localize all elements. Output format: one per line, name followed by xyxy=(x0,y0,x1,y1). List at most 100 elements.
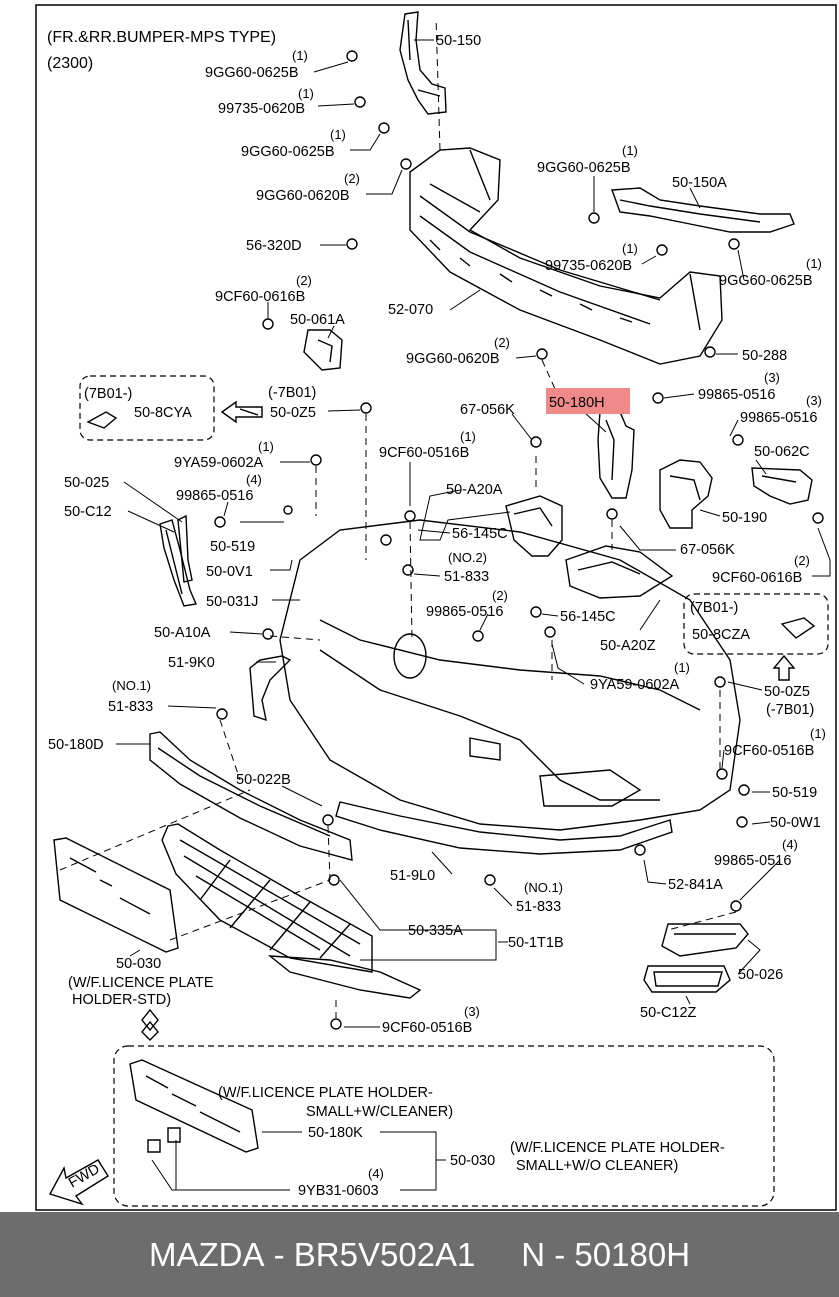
label-99865-0516: 99865-0516 xyxy=(426,604,503,620)
label-50-0V1: 50-0V1 xyxy=(206,564,253,580)
label-50-180D: 50-180D xyxy=(48,737,104,753)
label-52-841A: 52-841A xyxy=(668,877,723,893)
qty-1: (1) xyxy=(258,439,274,454)
parts-diagram: (FR.&RR.BUMPER-MPS TYPE) (2300) xyxy=(35,4,837,1211)
label-51-9K0: 51-9K0 xyxy=(168,655,215,671)
qty-1: (1) xyxy=(298,86,314,101)
label-56-145C: 56-145C xyxy=(560,609,616,625)
label-no1: (NO.1) xyxy=(112,678,151,693)
label-51-833: 51-833 xyxy=(108,699,153,715)
label-67-056K: 67-056K xyxy=(680,542,735,558)
qty-2: (2) xyxy=(794,553,810,568)
leader-lines xyxy=(116,39,831,1191)
diagram-code: (2300) xyxy=(47,55,93,72)
label-50-335A: 50-335A xyxy=(408,923,463,939)
label-52-070: 52-070 xyxy=(388,302,433,318)
qty-1: (1) xyxy=(810,726,826,741)
label-50-026: 50-026 xyxy=(738,967,783,983)
label-50-8CZA: 50-8CZA xyxy=(692,627,750,643)
label-50-025: 50-025 xyxy=(64,475,109,491)
part-50-C12-grille-strip xyxy=(159,519,197,607)
qty-2: (2) xyxy=(344,171,360,186)
hollow-double-arrow-icon xyxy=(141,1008,159,1041)
part-52-070-reinforcement xyxy=(409,147,723,365)
part-50-150A-bracket xyxy=(611,187,795,233)
part-50-150-bracket xyxy=(399,11,447,115)
label-9CF60-0516B: 9CF60-0516B xyxy=(379,445,469,461)
part-50-8CZA-cover xyxy=(780,617,816,639)
label-51-833: 51-833 xyxy=(516,899,561,915)
label-50-150: 50-150 xyxy=(436,33,481,49)
part-50-026-garnish xyxy=(661,923,749,957)
part-50-030-licence-plate-holder xyxy=(53,837,179,953)
label-minus-7B01: (-7B01) xyxy=(268,385,316,401)
label-wf-std-2: HOLDER-STD) xyxy=(72,992,171,1008)
part-50-061A-bracket xyxy=(303,329,343,371)
label-50-031J: 50-031J xyxy=(206,594,258,610)
label-9GG60-0625B: 9GG60-0625B xyxy=(537,160,631,176)
fasteners xyxy=(214,50,824,1030)
label-wf-small-no-cleaner-2: SMALL+W/O CLEANER) xyxy=(516,1158,678,1174)
label-50-150A: 50-150A xyxy=(672,175,727,191)
label-50-519: 50-519 xyxy=(772,785,817,801)
label-99735-0620B: 99735-0620B xyxy=(218,101,305,117)
qty-2: (2) xyxy=(492,588,508,603)
label-9GG60-0620B: 9GG60-0620B xyxy=(256,188,350,204)
label-9GG60-0625B: 9GG60-0625B xyxy=(241,144,335,160)
label-9GG60-0620B: 9GG60-0620B xyxy=(406,351,500,367)
footer-part-number: BR5V502A1 xyxy=(293,1235,476,1273)
label-51-833: 51-833 xyxy=(444,569,489,585)
qty-1: (1) xyxy=(674,660,690,675)
footer-reference: N - 50180H xyxy=(521,1235,691,1273)
part-50-A20A-deflector xyxy=(505,495,563,557)
part-50-180H-bracket xyxy=(597,411,635,499)
label-50-C12: 50-C12 xyxy=(64,504,112,520)
part-labels: 50-150 (1) 9GG60-0625B (1) 99735-0620B (… xyxy=(48,33,826,1199)
label-9YA59-0602A: 9YA59-0602A xyxy=(590,677,680,693)
label-9GG60-0625B: 9GG60-0625B xyxy=(205,65,299,81)
label-99865-0516: 99865-0516 xyxy=(698,387,775,403)
label-67-056K: 67-056K xyxy=(460,402,515,418)
label-9CF60-0616B: 9CF60-0616B xyxy=(215,289,305,305)
label-50-190: 50-190 xyxy=(722,510,767,526)
label-50-030: 50-030 xyxy=(450,1153,495,1169)
option-box-7b01-rear xyxy=(683,593,829,655)
label-50-0Z5: 50-0Z5 xyxy=(270,405,316,421)
highlight-50-180H xyxy=(546,388,630,414)
label-50-061A: 50-061A xyxy=(290,312,345,328)
qty-1: (1) xyxy=(460,429,476,444)
qty-1: (1) xyxy=(622,143,638,158)
diagram-title: (FR.&RR.BUMPER-MPS TYPE) xyxy=(47,29,276,46)
part-50-8CYA-cover xyxy=(86,411,118,429)
part-50-180D-reinforcement xyxy=(149,731,353,861)
option-box-7b01-front xyxy=(79,375,215,441)
label-9YB31-0603: 9YB31-0603 xyxy=(298,1183,379,1199)
label-9CF60-0616B: 9CF60-0616B xyxy=(712,570,802,586)
label-50-519: 50-519 xyxy=(210,539,255,555)
part-50-C12Z-grille xyxy=(643,965,731,993)
footer-separator: - xyxy=(264,1235,294,1273)
label-minus-7B01: (-7B01) xyxy=(766,702,814,718)
label-56-145C: 56-145C xyxy=(452,526,508,542)
label-wf-small-no-cleaner-1: (W/F.LICENCE PLATE HOLDER- xyxy=(510,1140,725,1156)
qty-4: (4) xyxy=(782,837,798,852)
label-9GG60-0625B: 9GG60-0625B xyxy=(719,273,813,289)
fwd-label: FWD xyxy=(66,1161,103,1191)
label-9CF60-0516B: 9CF60-0516B xyxy=(724,743,814,759)
label-wf-std-1: (W/F.LICENCE PLATE xyxy=(68,975,214,991)
label-no2: (NO.2) xyxy=(448,550,487,565)
part-50-180K-small-holder xyxy=(129,1059,259,1153)
footer-brand: MAZDA xyxy=(148,1235,265,1273)
qty-3: (3) xyxy=(464,1004,480,1019)
label-50-030: 50-030 xyxy=(116,956,161,972)
label-7B01-code: (7B01-) xyxy=(84,386,132,402)
label-99865-0516: 99865-0516 xyxy=(714,853,791,869)
qty-1: (1) xyxy=(806,256,822,271)
label-50-C12Z: 50-C12Z xyxy=(640,1005,697,1021)
label-99865-0516: 99865-0516 xyxy=(740,410,817,426)
label-no1: (NO.1) xyxy=(524,880,563,895)
label-50-8CYA: 50-8CYA xyxy=(134,405,192,421)
part-50-062C-bracket xyxy=(751,467,813,505)
part-number-footer: MAZDA - BR5V502A1 N - 50180H xyxy=(0,1212,839,1297)
label-50-062C: 50-062C xyxy=(754,444,810,460)
